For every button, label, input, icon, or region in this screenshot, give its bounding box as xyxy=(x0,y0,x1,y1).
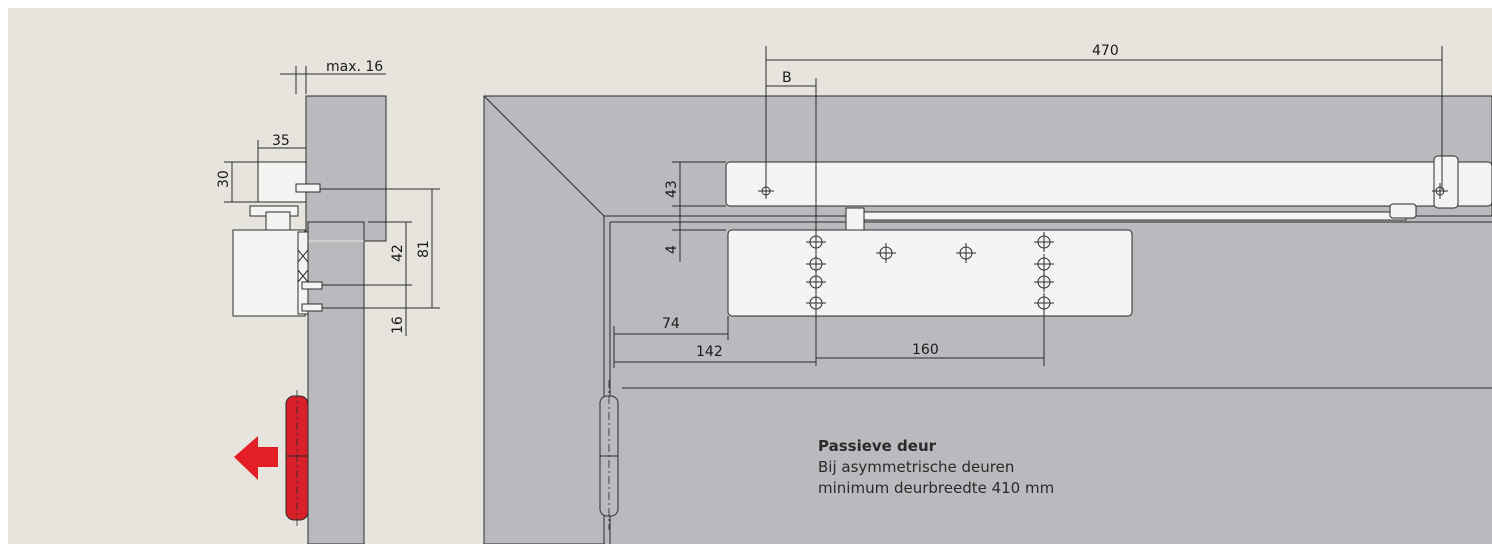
frame-section xyxy=(305,95,387,242)
closer-arm xyxy=(845,211,1407,221)
dimension-43: 43 xyxy=(664,180,680,198)
dimension-16: 16 xyxy=(390,316,406,334)
dimension-470: 470 xyxy=(1092,43,1119,59)
front-elevation-view: 470 B 43 4 74 142 160 xyxy=(483,43,1492,544)
dimension-30: 30 xyxy=(216,170,232,188)
dimension-142: 142 xyxy=(696,344,723,360)
dimension-35: 35 xyxy=(272,133,290,149)
side-section-view: max. 16 35 30 42 81 16 xyxy=(216,59,440,544)
passive-door-note: Passieve deur Bij asymmetrische deuren m… xyxy=(818,436,1238,499)
mounting-plate xyxy=(727,229,1133,317)
dimension-42: 42 xyxy=(390,244,406,262)
dimension-81: 81 xyxy=(416,240,432,258)
dimension-74: 74 xyxy=(662,316,680,332)
dimension-max-16: max. 16 xyxy=(326,59,383,75)
left-arrow-icon xyxy=(234,436,278,480)
note-title: Passieve deur xyxy=(818,437,937,455)
dimension-b: B xyxy=(782,70,792,86)
closer-body-section xyxy=(232,229,306,317)
door-leaf-section xyxy=(307,221,365,544)
arm-bracket-section xyxy=(257,161,307,203)
dimension-160: 160 xyxy=(912,342,939,358)
note-line-2: minimum deurbreedte 410 mm xyxy=(818,479,1055,497)
guide-rail xyxy=(725,161,1492,207)
note-line-1: Bij asymmetrische deuren xyxy=(818,458,1015,476)
dimension-4: 4 xyxy=(664,245,680,254)
